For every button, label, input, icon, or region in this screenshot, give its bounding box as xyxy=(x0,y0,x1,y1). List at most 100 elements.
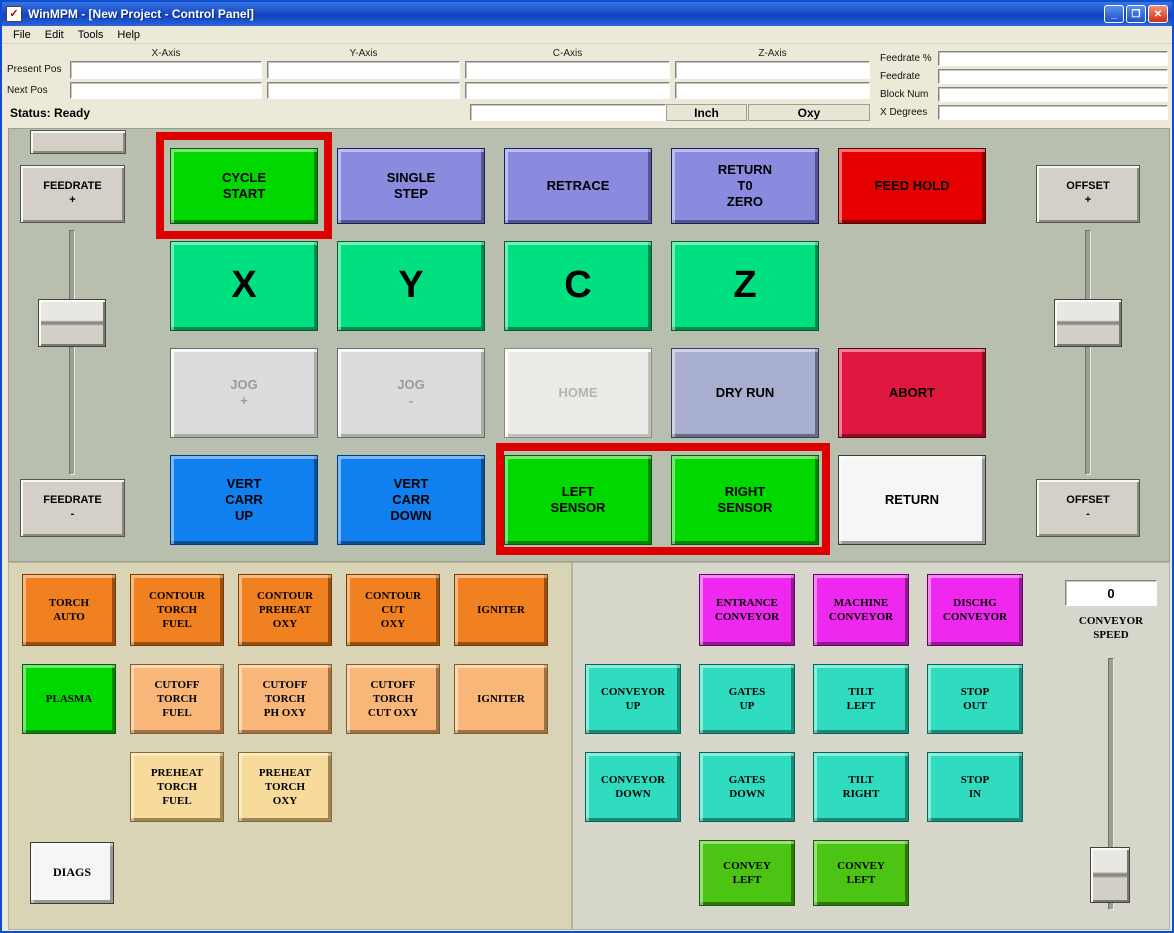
empty-cell xyxy=(585,840,681,906)
gates-down-button[interactable]: GATES DOWN xyxy=(699,752,795,822)
empty-cell xyxy=(838,241,986,331)
gates-up-button[interactable]: GATES UP xyxy=(699,664,795,734)
offset-slider-track[interactable] xyxy=(1085,230,1091,475)
conveyor-speed-thumb[interactable] xyxy=(1090,847,1130,903)
jog-minus-button[interactable]: JOG - xyxy=(337,348,485,438)
right-sensor-button[interactable]: RIGHT SENSOR xyxy=(671,455,819,545)
x-degrees-field[interactable] xyxy=(938,105,1168,120)
preheat-torch-oxy-button[interactable]: PREHEAT TORCH OXY xyxy=(238,752,332,822)
next-pos-label: Next Pos xyxy=(7,85,48,96)
titlebar: ✓ WinMPM - [New Project - Control Panel]… xyxy=(2,2,1172,26)
next-pos-y-field[interactable] xyxy=(267,82,460,99)
convey-left-button-2[interactable]: CONVEY LEFT xyxy=(813,840,909,906)
conveyor-speed-display: 0 xyxy=(1065,580,1157,606)
torch-button-grid: TORCH AUTO CONTOUR TORCH FUEL CONTOUR PR… xyxy=(22,574,548,822)
return-button[interactable]: RETURN xyxy=(838,455,986,545)
feed-hold-button[interactable]: FEED HOLD xyxy=(838,148,986,224)
retrace-button[interactable]: RETRACE xyxy=(504,148,652,224)
diags-button[interactable]: DIAGS xyxy=(30,842,114,904)
convey-left-button-1[interactable]: CONVEY LEFT xyxy=(699,840,795,906)
axis-header-y: Y-Axis xyxy=(349,48,378,59)
left-sensor-button[interactable]: LEFT SENSOR xyxy=(504,455,652,545)
contour-torch-fuel-button[interactable]: CONTOUR TORCH FUEL xyxy=(130,574,224,646)
menu-help[interactable]: Help xyxy=(117,28,141,41)
menu-edit[interactable]: Edit xyxy=(44,28,64,41)
return-to-zero-button[interactable]: RETURN T0 ZERO xyxy=(671,148,819,224)
menu-tools[interactable]: Tools xyxy=(77,28,104,41)
x-axis-button[interactable]: X xyxy=(170,241,318,331)
home-button[interactable]: HOME xyxy=(504,348,652,438)
next-pos-z-field[interactable] xyxy=(675,82,870,99)
stop-in-button[interactable]: STOP IN xyxy=(927,752,1023,822)
z-axis-button[interactable]: Z xyxy=(671,241,819,331)
cycle-start-button[interactable]: CYCLE START xyxy=(170,148,318,224)
next-pos-c-field[interactable] xyxy=(465,82,670,99)
status-field[interactable] xyxy=(470,104,666,121)
machine-conveyor-button[interactable]: MACHINE CONVEYOR xyxy=(813,574,909,646)
vert-carr-down-button[interactable]: VERT CARR DOWN xyxy=(337,455,485,545)
torch-auto-button[interactable]: TORCH AUTO xyxy=(22,574,116,646)
app-icon: ✓ xyxy=(6,6,22,22)
single-step-button[interactable]: SINGLE STEP xyxy=(337,148,485,224)
c-axis-button[interactable]: C xyxy=(504,241,652,331)
jog-plus-button[interactable]: JOG + xyxy=(170,348,318,438)
offset-slider-thumb[interactable] xyxy=(1054,299,1122,347)
conveyor-up-button[interactable]: CONVEYOR UP xyxy=(585,664,681,734)
mode-display: Oxy xyxy=(748,104,870,121)
close-button[interactable]: ✕ xyxy=(1148,5,1168,23)
block-num-label: Block Num xyxy=(880,89,929,100)
feedrate-slider-thumb[interactable] xyxy=(38,299,106,347)
feedrate-plus-button[interactable]: FEEDRATE + xyxy=(20,165,125,223)
offset-minus-button[interactable]: OFFSET - xyxy=(1036,479,1140,537)
abort-button[interactable]: ABORT xyxy=(838,348,986,438)
conveyor-speed-track[interactable] xyxy=(1108,658,1114,910)
menubar: File Edit Tools Help xyxy=(2,26,1172,44)
menu-file[interactable]: File xyxy=(13,28,31,41)
feedrate-percent-label: Feedrate % xyxy=(880,53,932,64)
plasma-button[interactable]: PLASMA xyxy=(22,664,116,734)
next-pos-x-field[interactable] xyxy=(70,82,262,99)
present-pos-y-field[interactable] xyxy=(267,61,460,79)
empty-cell xyxy=(585,574,681,646)
axis-header-c: C-Axis xyxy=(552,48,583,59)
empty-cell xyxy=(22,752,116,822)
conveyor-down-button[interactable]: CONVEYOR DOWN xyxy=(585,752,681,822)
block-num-field[interactable] xyxy=(938,87,1168,102)
window-controls: _ ❐ ✕ xyxy=(1104,5,1168,23)
conveyor-button-grid: ENTRANCE CONVEYOR MACHINE CONVEYOR DISCH… xyxy=(585,574,1023,906)
present-pos-z-field[interactable] xyxy=(675,61,870,79)
offset-plus-button[interactable]: OFFSET + xyxy=(1036,165,1140,223)
minimize-button[interactable]: _ xyxy=(1104,5,1124,23)
y-axis-button[interactable]: Y xyxy=(337,241,485,331)
cutoff-torch-fuel-button[interactable]: CUTOFF TORCH FUEL xyxy=(130,664,224,734)
cutoff-torch-ph-oxy-button[interactable]: CUTOFF TORCH PH OXY xyxy=(238,664,332,734)
feedrate-percent-field[interactable] xyxy=(938,51,1168,66)
contour-preheat-oxy-button[interactable]: CONTOUR PREHEAT OXY xyxy=(238,574,332,646)
feedrate-minus-button[interactable]: FEEDRATE - xyxy=(20,479,125,537)
status-text: Status: Ready xyxy=(10,106,91,120)
conveyor-speed-label: CONVEYOR SPEED xyxy=(1078,615,1144,642)
dischg-conveyor-button[interactable]: DISCHG CONVEYOR xyxy=(927,574,1023,646)
feedrate-slider-track[interactable] xyxy=(69,230,75,475)
feedrate-field[interactable] xyxy=(938,69,1168,84)
tilt-left-button[interactable]: TILT LEFT xyxy=(813,664,909,734)
axis-header-x: X-Axis xyxy=(151,48,181,59)
dry-run-button[interactable]: DRY RUN xyxy=(671,348,819,438)
present-pos-x-field[interactable] xyxy=(70,61,262,79)
preheat-torch-fuel-button[interactable]: PREHEAT TORCH FUEL xyxy=(130,752,224,822)
entrance-conveyor-button[interactable]: ENTRANCE CONVEYOR xyxy=(699,574,795,646)
main-button-grid: CYCLE START SINGLE STEP RETRACE RETURN T… xyxy=(170,148,986,545)
stop-out-button[interactable]: STOP OUT xyxy=(927,664,1023,734)
maximize-button[interactable]: ❐ xyxy=(1126,5,1146,23)
feedrate-label: Feedrate xyxy=(880,71,921,82)
blank-display xyxy=(30,130,126,154)
igniter-button-2[interactable]: IGNITER xyxy=(454,664,548,734)
tilt-right-button[interactable]: TILT RIGHT xyxy=(813,752,909,822)
units-display: Inch xyxy=(666,104,747,121)
vert-carr-up-button[interactable]: VERT CARR UP xyxy=(170,455,318,545)
contour-cut-oxy-button[interactable]: CONTOUR CUT OXY xyxy=(346,574,440,646)
present-pos-c-field[interactable] xyxy=(465,61,670,79)
cutoff-torch-cut-oxy-button[interactable]: CUTOFF TORCH CUT OXY xyxy=(346,664,440,734)
igniter-button-1[interactable]: IGNITER xyxy=(454,574,548,646)
